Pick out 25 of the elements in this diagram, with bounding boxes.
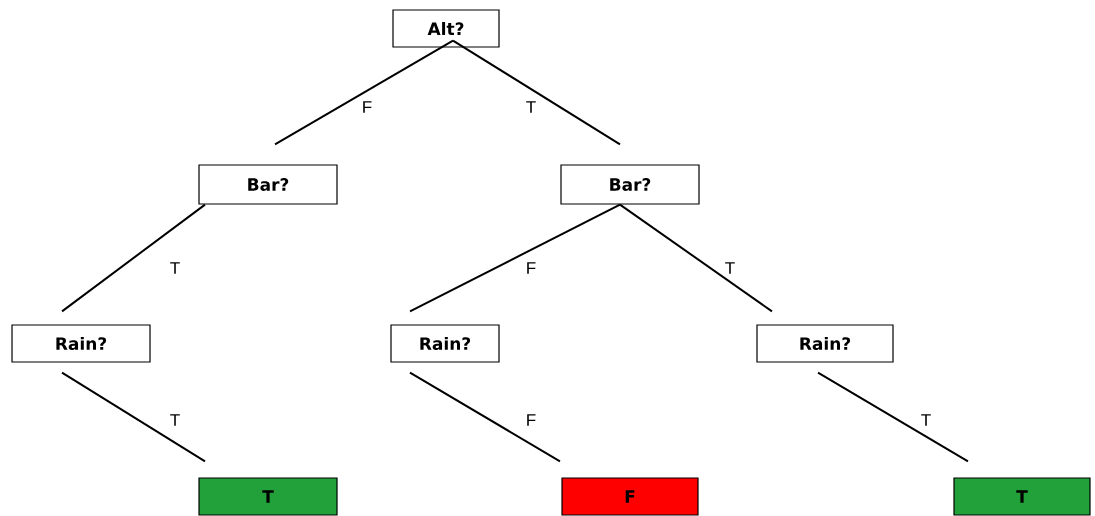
decision-box: Bar? [560,164,700,205]
leaf-box: T [953,477,1091,516]
decision-box: Rain? [756,324,894,363]
tree-branch [274,39,454,146]
tree-branch [817,371,969,463]
tree-branch [452,39,621,146]
edge-label: T [524,100,538,114]
tree-branch [409,203,621,313]
leaf-box: F [561,477,699,516]
edge-label: T [168,413,182,427]
decision-box: Rain? [11,324,151,363]
edge-label: T [168,261,182,275]
edge-label: F [524,261,538,275]
decision-box: Bar? [198,164,338,205]
tree-branch [409,371,561,463]
tree-branch [61,371,206,463]
edge-label: F [360,100,374,114]
edge-label: T [919,413,933,427]
tree-branch [61,203,206,313]
edge-label: T [723,261,737,275]
edge-label: F [524,413,538,427]
leaf-box: T [198,477,338,516]
tree-branch [619,203,773,313]
decision-box: Rain? [390,324,500,363]
decision-box: Alt? [392,9,500,48]
